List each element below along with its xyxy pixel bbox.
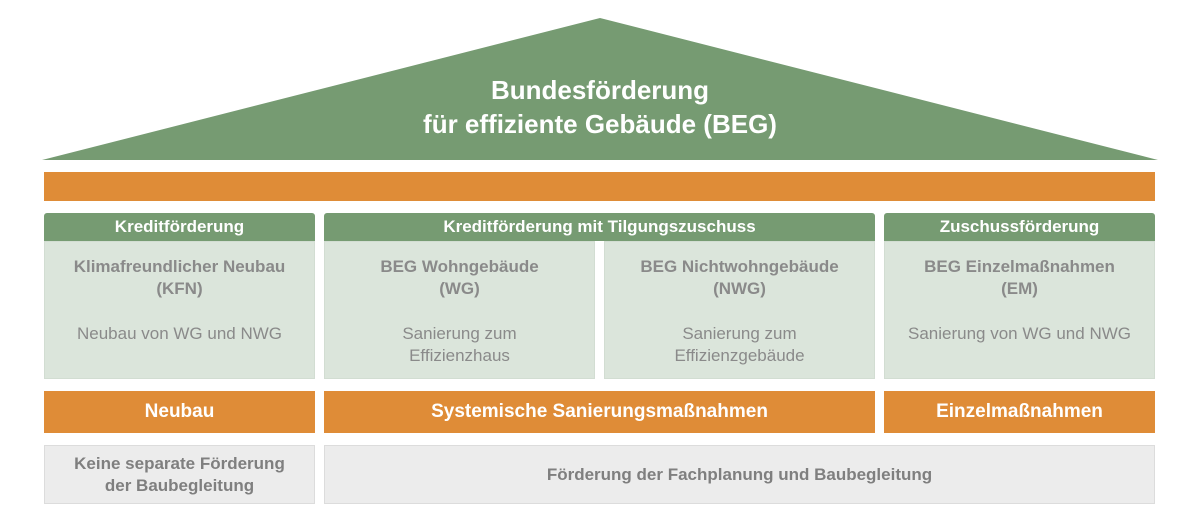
program-title: BEG Wohngebäude (WG)	[380, 257, 539, 298]
roof-shape	[42, 18, 1158, 160]
roof-beam	[44, 172, 1155, 201]
program-panel-kfn: Klimafreundlicher Neubau (KFN) Neubau vo…	[44, 241, 315, 379]
measure-einzelmassnahmen: Einzelmaßnahmen	[884, 391, 1155, 433]
program-description: Neubau von WG und NWG	[76, 324, 283, 343]
measure-neubau: Neubau	[44, 391, 315, 433]
program-panel-nwg: BEG Nichtwohngebäude (NWG) Sanierung zum…	[604, 241, 875, 379]
roof-title-line2: für effiziente Gebäude (BEG)	[423, 109, 777, 139]
roof-triangle	[42, 18, 1158, 160]
roof-title-line1: Bundesförderung	[490, 75, 710, 105]
measure-systemische-sanierung: Systemische Sanierungsmaßnahmen	[324, 391, 875, 433]
program-description: Sanierung zum Effizienzhaus	[402, 324, 517, 365]
program-title: BEG Nichtwohngebäude (NWG)	[640, 257, 839, 298]
category-kreditfoerderung: Kreditförderung	[44, 213, 315, 241]
support-fachplanung: Förderung der Fachplanung und Baubegleit…	[324, 445, 1155, 504]
program-description: Sanierung zum Effizienzgebäude	[674, 324, 805, 365]
support-none: Keine separate Förderung der Baubegleitu…	[44, 445, 315, 504]
program-description: Sanierung von WG und NWG	[908, 324, 1131, 343]
category-zuschussfoerderung: Zuschussförderung	[884, 213, 1155, 241]
program-panel-em: BEG Einzelmaßnahmen (EM) Sanierung von W…	[884, 241, 1155, 379]
program-title: BEG Einzelmaßnahmen (EM)	[924, 257, 1115, 298]
program-panel-wg: BEG Wohngebäude (WG) Sanierung zum Effiz…	[324, 241, 595, 379]
program-title: Klimafreundlicher Neubau (KFN)	[73, 257, 286, 298]
category-kreditfoerderung-tilgungszuschuss: Kreditförderung mit Tilgungszuschuss	[324, 213, 875, 241]
